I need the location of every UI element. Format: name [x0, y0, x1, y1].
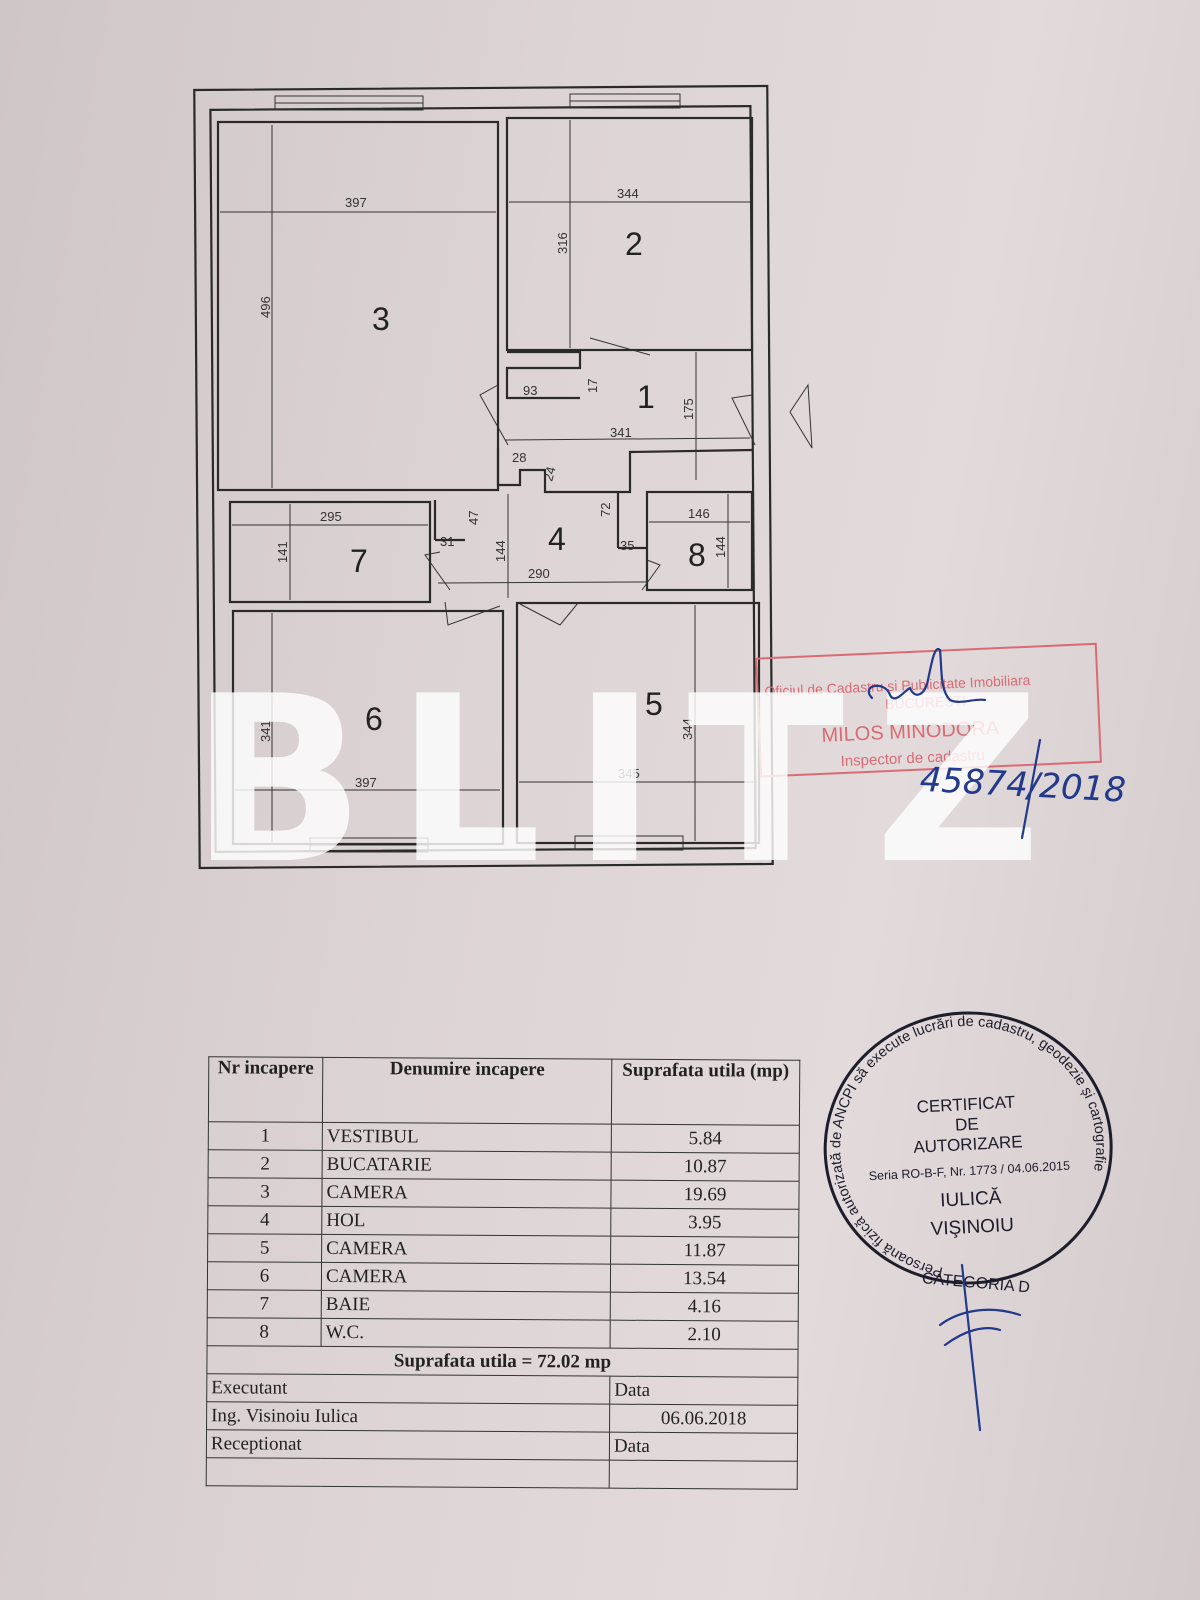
dim-label: 141	[275, 541, 290, 563]
watermark: BLITZ	[190, 648, 1071, 915]
room-area-table: Nr incapere Denumire incapere Suprafata …	[206, 1056, 801, 1490]
dim-label: 28	[512, 450, 526, 465]
data-label-2: Data	[609, 1432, 798, 1462]
dim-label: 144	[493, 540, 508, 562]
row-nr: 6	[207, 1261, 322, 1291]
room-number-5: 5	[645, 686, 663, 722]
row-nr: 4	[207, 1205, 322, 1235]
room-number-8: 8	[688, 537, 706, 573]
receptionat-name	[206, 1457, 610, 1489]
total-row: Suprafata utila = 72.02 mp	[206, 1345, 799, 1378]
room-number-4: 4	[548, 521, 566, 557]
row-name: VESTIBUL	[322, 1122, 612, 1153]
dim-label: 47	[466, 511, 481, 525]
dim-label: 175	[681, 398, 696, 420]
dim-label: 31	[440, 534, 454, 549]
header-name: Denumire incapere	[322, 1057, 612, 1125]
row-nr: 8	[207, 1317, 322, 1347]
dim-label: 344	[680, 718, 695, 740]
doors	[424, 337, 813, 626]
certificate-title: CERTIFICAT	[916, 1092, 1015, 1116]
dim-label: 93	[523, 383, 537, 398]
certificate-title: DE	[955, 1114, 980, 1134]
dim-label: 397	[355, 775, 377, 790]
certificate-holder-last: VIŞINOIU	[930, 1215, 1014, 1240]
dim-label: 290	[528, 566, 550, 581]
certificate-holder-first: IULICĂ	[940, 1187, 1003, 1211]
data-value: 06.06.2018	[609, 1404, 798, 1434]
row-area: 5.84	[611, 1124, 800, 1154]
signature	[867, 647, 1042, 840]
room-number-7: 7	[350, 543, 368, 579]
room-number-1: 1	[637, 379, 655, 415]
dim-label: 17	[585, 379, 600, 393]
dim-label: 496	[258, 296, 273, 318]
row-area: 2.10	[610, 1320, 799, 1350]
dimension-lines	[220, 120, 757, 842]
dim-label: 144	[713, 536, 728, 558]
outer-walls	[193, 84, 774, 870]
receptionat-label: Receptionat	[206, 1429, 610, 1461]
room-number-3: 3	[372, 301, 390, 337]
row-nr: 3	[207, 1177, 323, 1207]
row-name: HOL	[321, 1206, 611, 1237]
executant-label: Executant	[206, 1373, 610, 1405]
dim-label: 295	[320, 509, 342, 524]
dim-label: 316	[555, 232, 570, 254]
row-name: BUCATARIE	[322, 1150, 612, 1181]
dim-label: 344	[617, 186, 639, 201]
dim-label: 397	[345, 195, 367, 210]
row-name: CAMERA	[321, 1178, 612, 1209]
executant-name: Ing. Visinoiu Iulica	[206, 1401, 610, 1433]
row-nr: 2	[208, 1149, 323, 1179]
certificate-title: AUTORIZARE	[913, 1132, 1023, 1157]
ocpi-stamp-role: Inspector de cadastru	[840, 747, 985, 770]
data-label: Data	[609, 1376, 798, 1406]
total-area: Suprafata utila = 72.02 mp	[206, 1345, 799, 1378]
row-area: 19.69	[610, 1180, 800, 1210]
row-nr: 1	[208, 1121, 323, 1151]
row-nr: 7	[207, 1289, 322, 1319]
row-area: 11.87	[610, 1236, 799, 1266]
dim-label: 24	[540, 465, 558, 483]
certificate-serial: Seria RO-B-F, Nr. 1773 / 04.06.2015	[868, 1159, 1070, 1184]
row-name: BAIE	[321, 1290, 611, 1321]
row-name: CAMERA	[321, 1234, 611, 1265]
room-number-2: 2	[625, 226, 643, 262]
row-area: 4.16	[610, 1292, 799, 1322]
row-area: 10.87	[611, 1152, 800, 1182]
row-area: 13.54	[610, 1264, 799, 1294]
header-area: Suprafata utila (mp)	[611, 1059, 800, 1126]
room-number-6: 6	[365, 701, 383, 737]
interior-walls	[216, 116, 761, 846]
table-header: Nr incapere Denumire incapere Suprafata …	[208, 1056, 800, 1126]
dim-label: 345	[618, 766, 640, 781]
dim-label: 72	[598, 503, 613, 517]
stamp-signature	[938, 1263, 1022, 1432]
row-name: W.C.	[321, 1318, 611, 1349]
ocpi-stamp-city: BUCURESTI	[885, 693, 967, 713]
dimension-labels: 341 175 93 17 344 316 397 496 290 144 47…	[258, 186, 728, 790]
certificate-stamp: Persoană fizică autorizată de ANCPI să e…	[821, 1007, 1115, 1297]
row-name: CAMERA	[321, 1262, 611, 1293]
dim-label: 35	[620, 538, 634, 553]
row-nr: 5	[207, 1233, 322, 1263]
row-area: 3.95	[610, 1208, 799, 1238]
receptionat-date	[609, 1460, 798, 1490]
dim-label: 146	[688, 506, 710, 521]
dim-label: 341	[610, 425, 632, 440]
dim-label: 341	[258, 720, 273, 742]
header-nr: Nr incapere	[208, 1056, 323, 1123]
